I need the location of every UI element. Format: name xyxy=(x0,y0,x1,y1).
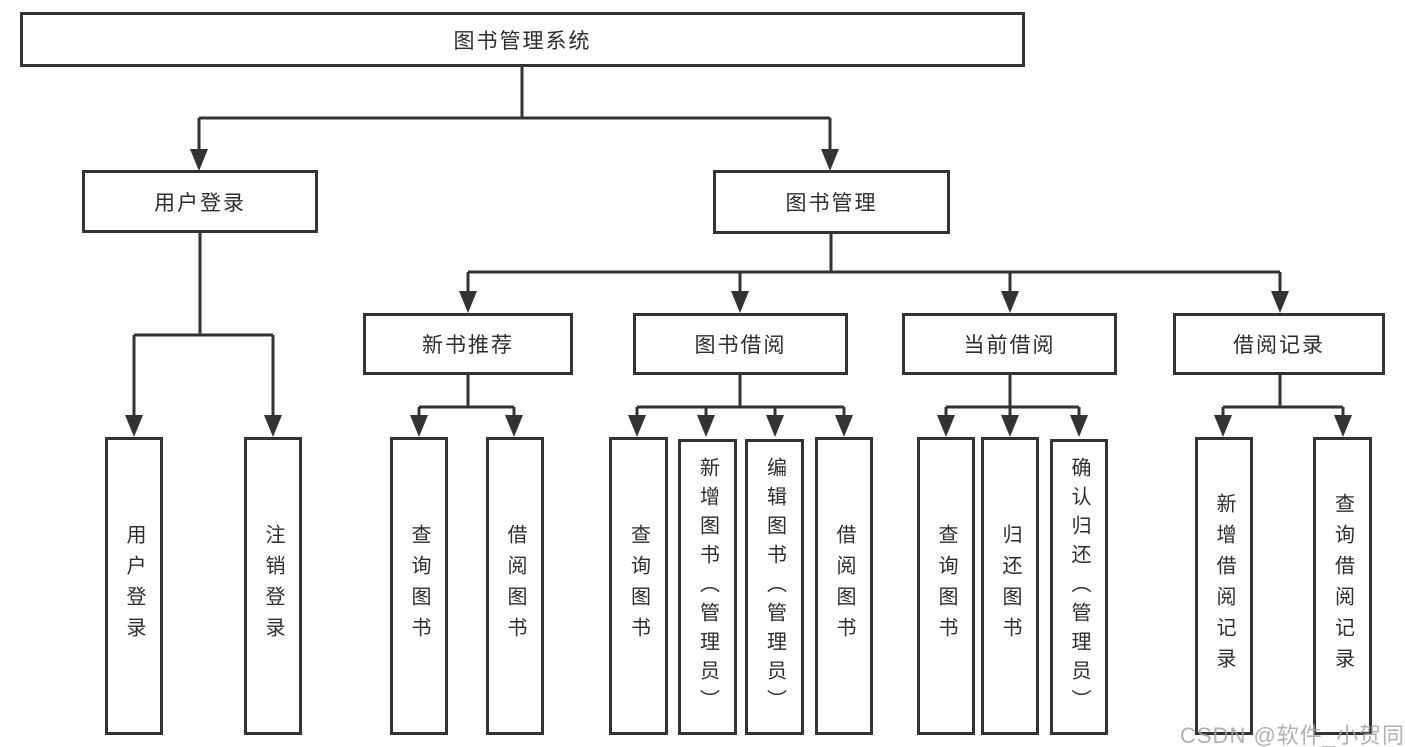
leaf-query-books-3: 查询图书 xyxy=(917,437,975,735)
arrowhead xyxy=(697,415,715,437)
node-book-borrow: 图书借阅 xyxy=(633,313,848,375)
leaf-logout: 注销登录 xyxy=(244,437,302,735)
arrowhead xyxy=(1214,415,1232,437)
leaf-user-login: 用户登录 xyxy=(105,437,163,735)
arrowhead xyxy=(835,415,853,437)
leaf-label: 确认归还（管理员） xyxy=(1068,456,1090,718)
leaf-return-books: 归还图书 xyxy=(981,437,1039,735)
connector-book-borrow xyxy=(635,375,846,417)
node-root: 图书管理系统 xyxy=(20,12,1025,67)
connector-borrow-records xyxy=(1221,375,1345,417)
node-borrow-records: 借阅记录 xyxy=(1173,313,1385,375)
arrowhead xyxy=(1001,291,1019,313)
leaf-edit-book-admin: 编辑图书（管理员） xyxy=(745,439,804,735)
arrowhead xyxy=(505,415,523,437)
arrowhead xyxy=(264,415,282,437)
arrowhead xyxy=(1001,415,1019,437)
node-new-book-recommend: 新书推荐 xyxy=(363,313,573,375)
leaf-label: 查询图书 xyxy=(935,524,957,648)
arrowhead xyxy=(821,149,839,171)
leaf-add-borrow-record: 新增借阅记录 xyxy=(1195,437,1253,735)
arrowhead xyxy=(190,149,208,171)
arrowhead xyxy=(628,415,646,437)
connector-user-login xyxy=(132,233,275,417)
leaf-query-books-2: 查询图书 xyxy=(609,437,668,735)
arrowhead xyxy=(1334,415,1352,437)
leaf-query-borrow-record: 查询借阅记录 xyxy=(1313,437,1372,735)
leaf-label: 查询借阅记录 xyxy=(1331,493,1354,679)
node-current-borrow: 当前借阅 xyxy=(902,313,1117,375)
leaf-query-books-1: 查询图书 xyxy=(390,437,448,735)
leaf-label: 借阅图书 xyxy=(833,524,855,648)
arrowhead xyxy=(1070,415,1088,437)
leaf-label: 注销登录 xyxy=(262,524,284,648)
leaf-label: 用户登录 xyxy=(123,524,145,648)
leaf-label: 查询图书 xyxy=(627,524,650,648)
watermark: CSDN @软件_小贺同学 xyxy=(1180,723,1405,747)
leaf-borrow-books-2: 借阅图书 xyxy=(815,437,873,735)
leaf-confirm-return-admin: 确认归还（管理员） xyxy=(1050,439,1108,735)
node-user-login: 用户登录 xyxy=(82,170,318,233)
connector-new-book xyxy=(417,375,516,417)
connector-current-borrow xyxy=(944,375,1081,417)
arrowhead xyxy=(459,291,477,313)
leaf-label: 编辑图书（管理员） xyxy=(763,456,786,718)
leaf-label: 新增借阅记录 xyxy=(1213,493,1235,679)
leaf-borrow-books-1: 借阅图书 xyxy=(486,437,544,735)
leaf-label: 借阅图书 xyxy=(504,524,526,648)
arrowhead xyxy=(937,415,955,437)
leaf-label: 新增图书（管理员） xyxy=(696,456,719,718)
arrowhead xyxy=(731,291,749,313)
connector-book-management xyxy=(466,234,1282,293)
leaf-label: 查询图书 xyxy=(408,524,430,648)
node-book-management: 图书管理 xyxy=(713,170,950,234)
arrowhead xyxy=(766,415,784,437)
connector-root xyxy=(197,67,832,152)
arrowhead xyxy=(410,415,428,437)
leaf-add-book-admin: 新增图书（管理员） xyxy=(678,439,737,735)
arrowhead xyxy=(1271,291,1289,313)
arrowhead xyxy=(125,415,143,437)
leaf-label: 归还图书 xyxy=(999,524,1021,648)
